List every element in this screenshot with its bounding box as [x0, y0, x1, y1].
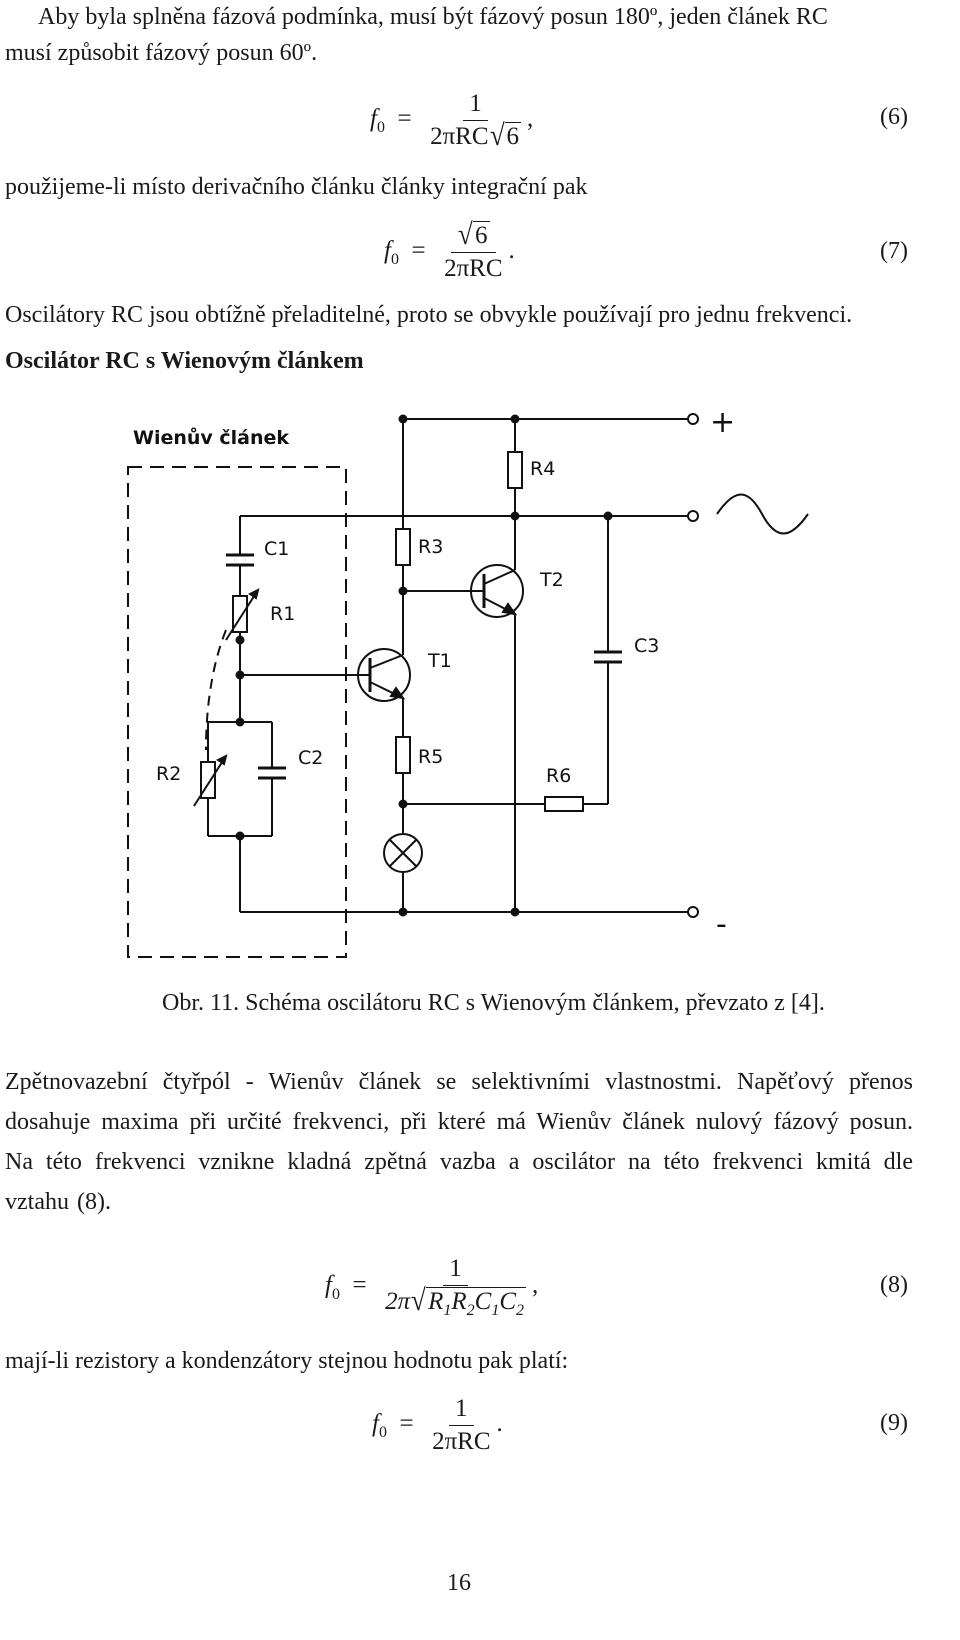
- minus-terminal: [687, 906, 699, 918]
- frame-label: Wienův článek: [133, 426, 289, 449]
- equation-9-number: (9): [880, 1410, 908, 1436]
- sine-wave-icon: [716, 493, 809, 535]
- equation-9: f0 = 1 2πRC .: [372, 1395, 503, 1455]
- r1-label: R1: [270, 603, 295, 625]
- r2-label: R2: [156, 763, 181, 785]
- integ-text: použijeme-li místo derivačního článku čl…: [5, 174, 588, 200]
- t2-label: T2: [539, 569, 564, 591]
- ganged-control-link: [205, 629, 227, 751]
- r5-resistor: [395, 736, 411, 774]
- equation-7: f0 = √6 2πRC .: [384, 218, 515, 283]
- intro-line-2: musí způsobit fázový posun 60º.: [5, 40, 318, 66]
- same-values-text: mají-li rezistory a kondenzátory stejnou…: [5, 1348, 569, 1374]
- figure-caption: Obr. 11. Schéma oscilátoru RC s Wienovým…: [162, 990, 825, 1016]
- c3-label: C3: [634, 635, 659, 657]
- c2-label: C2: [298, 747, 323, 769]
- equation-6: f0 = 1 2πRC√6 ,: [370, 90, 534, 152]
- r3-label: R3: [418, 536, 443, 558]
- output-terminal: [687, 510, 699, 522]
- intro-line-1: Aby byla splněna fázová podmínka, musí b…: [38, 4, 828, 30]
- r6-resistor: [544, 796, 584, 812]
- rc-note: Oscilátory RC jsou obtížně přeladitelné,…: [5, 302, 853, 328]
- plus-terminal: [687, 413, 699, 425]
- equation-8: f0 = 1 2π√R1R2C1C2 ,: [325, 1255, 539, 1319]
- plus-label: +: [710, 405, 735, 440]
- body-paragraph: Zpětnovazební čtyřpól - Wienův článek se…: [5, 1069, 913, 1215]
- t1-label: T1: [427, 650, 452, 672]
- r4-label: R4: [530, 458, 555, 480]
- wien-oscillator-schematic: Wienův článek + - R4 T2 R3 T1 R5 C3: [127, 405, 809, 958]
- r6-label: R6: [546, 765, 571, 787]
- page-number: 16: [447, 1570, 471, 1596]
- equation-6-number: (6): [880, 104, 908, 130]
- wien-bridge-frame: [127, 466, 347, 958]
- section-heading: Oscilátor RC s Wienovým článkem: [5, 348, 364, 374]
- junction-dots: [235, 414, 613, 917]
- c1-label: C1: [264, 538, 289, 560]
- equation-7-number: (7): [880, 238, 908, 264]
- r3-resistor: [395, 528, 411, 566]
- equation-8-number: (8): [880, 1272, 908, 1298]
- r4-resistor: [507, 451, 523, 489]
- r5-label: R5: [418, 746, 443, 768]
- minus-label: -: [716, 907, 727, 942]
